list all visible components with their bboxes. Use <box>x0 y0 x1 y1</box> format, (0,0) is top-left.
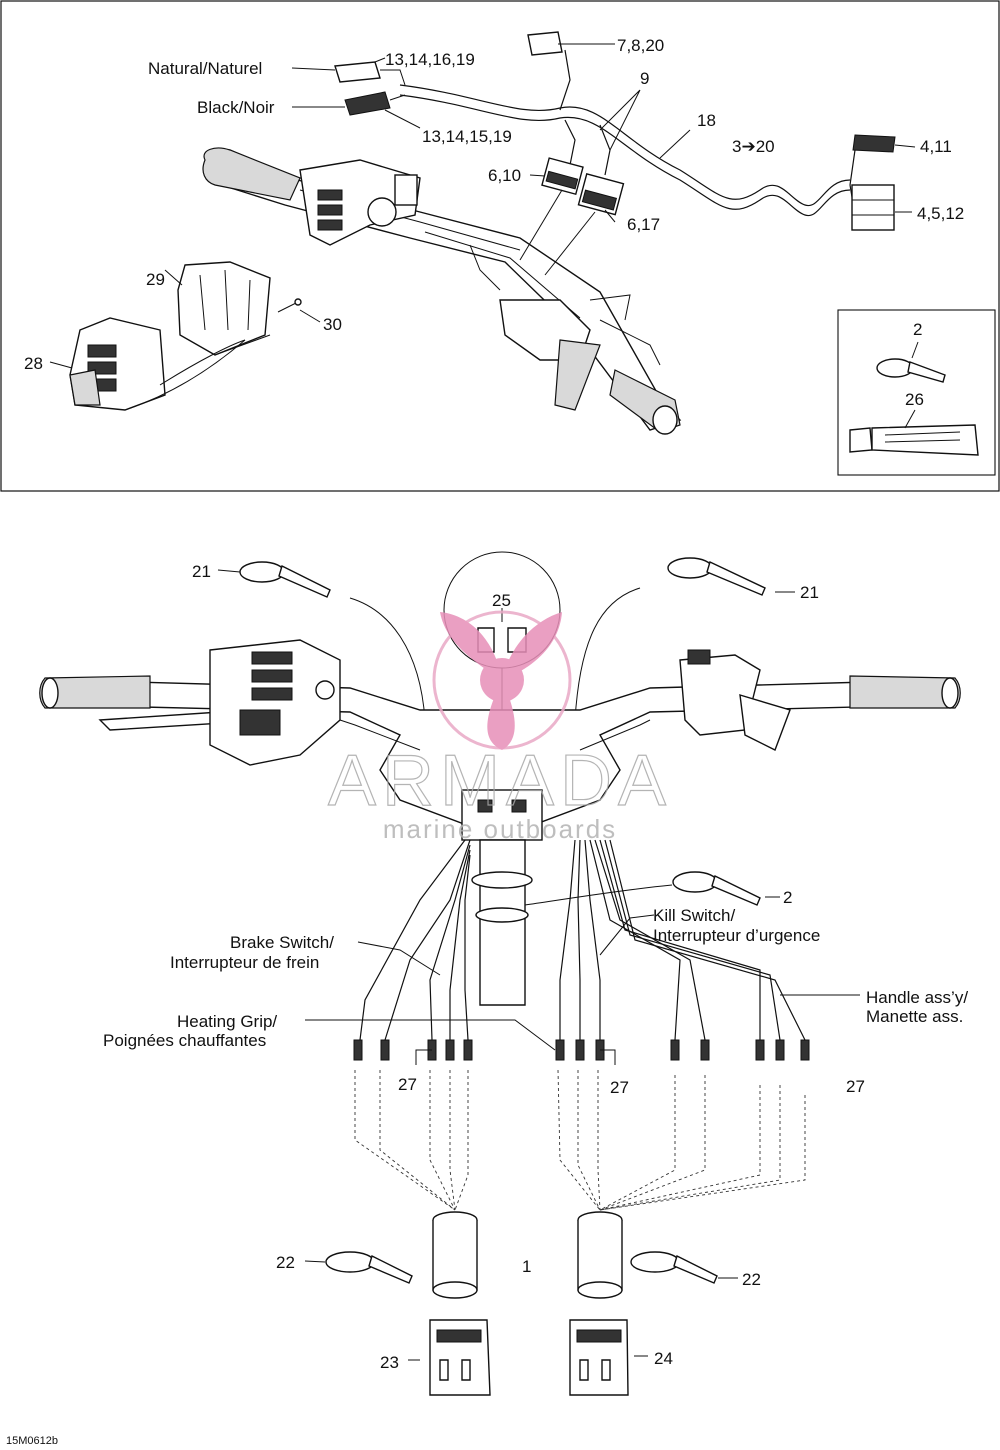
watermark-name: ARMADA <box>328 741 672 821</box>
label-p3-20: 3➔20 <box>732 137 775 156</box>
label-p2-bottom: 2 <box>783 888 792 907</box>
leaders-bottom <box>305 914 860 1065</box>
label-p7-8-20: 7,8,20 <box>617 36 664 55</box>
label-p21-right: 21 <box>800 583 819 602</box>
connector-black <box>344 91 406 116</box>
label-p4-11: 4,11 <box>920 137 952 156</box>
watermark-sub: marine outboards <box>383 814 617 844</box>
label-p27-c: 27 <box>846 1077 865 1096</box>
label-p28: 28 <box>24 354 43 373</box>
label-inset-p26: 26 <box>905 390 924 409</box>
label-p25: 25 <box>492 591 511 610</box>
connector-6-10 <box>541 157 584 196</box>
connector-7-8-20 <box>527 31 570 56</box>
label-p21-left: 21 <box>192 562 211 581</box>
switch-housing-28 <box>69 317 166 411</box>
label-brake-switch-2: Interrupteur de frein <box>170 953 319 972</box>
inset-frame <box>837 309 996 476</box>
harness-right <box>559 839 806 1041</box>
dashed-connections <box>354 1069 806 1211</box>
label-p27-a: 27 <box>398 1075 417 1094</box>
cable-tie-21-left <box>217 561 331 598</box>
label-p22-left: 22 <box>276 1253 295 1272</box>
label-p24: 24 <box>654 1349 673 1368</box>
label-handle-2: Manette ass. <box>866 1007 963 1026</box>
connector-4-11 <box>852 134 896 153</box>
tube-26-inset <box>849 409 979 456</box>
label-p4-5-12: 4,5,12 <box>917 204 964 223</box>
label-p18: 18 <box>697 111 716 130</box>
watermark-armada-logo: ARMADA marine outboards <box>327 610 672 844</box>
cable-tie-2-bottom <box>524 871 780 906</box>
connector-6-17 <box>577 173 625 216</box>
label-card-23 <box>408 1319 491 1396</box>
label-p30: 30 <box>323 315 342 334</box>
label-heating-2: Poignées chauffantes <box>103 1031 266 1050</box>
label-natural: Natural/Naturel <box>148 59 262 78</box>
cable-tie-21-right <box>667 557 795 596</box>
label-p1: 1 <box>522 1257 531 1276</box>
label-card-24 <box>569 1319 648 1396</box>
cable-tie-22-left <box>304 1251 413 1284</box>
label-kill-switch-2: Interrupteur d’urgence <box>653 926 820 945</box>
cover-29 <box>177 261 271 356</box>
leaders-top <box>291 43 916 276</box>
sleeve-left <box>432 1211 478 1299</box>
label-p22-right: 22 <box>742 1270 761 1289</box>
label-p23: 23 <box>380 1353 399 1372</box>
label-p6-10: 6,10 <box>488 166 521 185</box>
connector-natural <box>334 61 406 86</box>
handlebar-assembly-bottom <box>39 639 961 1006</box>
label-p27-b: 27 <box>610 1078 629 1097</box>
label-p13-14-16-19: 13,14,16,19 <box>385 50 475 69</box>
label-black: Black/Noir <box>197 98 275 117</box>
connector-4-5-12 <box>851 184 895 231</box>
label-p6-17: 6,17 <box>627 215 660 234</box>
label-p9: 9 <box>640 69 649 88</box>
harness-left <box>359 839 471 1041</box>
screw-30 <box>277 298 321 323</box>
label-brake-switch-1: Brake Switch/ <box>230 933 334 952</box>
cable-tie-22-right <box>630 1251 738 1284</box>
figure-code: 15M0612b <box>6 1435 58 1447</box>
label-kill-switch-1: Kill Switch/ <box>653 906 735 925</box>
label-handle-1: Handle ass’y/ <box>866 988 968 1007</box>
label-p13-14-15-19: 13,14,15,19 <box>422 127 512 146</box>
label-inset-p2: 2 <box>913 320 922 339</box>
cable-tie-2-inset <box>876 341 946 383</box>
label-p29: 29 <box>146 270 165 289</box>
sleeve-right <box>577 1211 623 1299</box>
top-panel-frame <box>0 0 1000 492</box>
handlebar-assembly-top <box>202 147 682 435</box>
label-heating-1: Heating Grip/ <box>177 1012 277 1031</box>
